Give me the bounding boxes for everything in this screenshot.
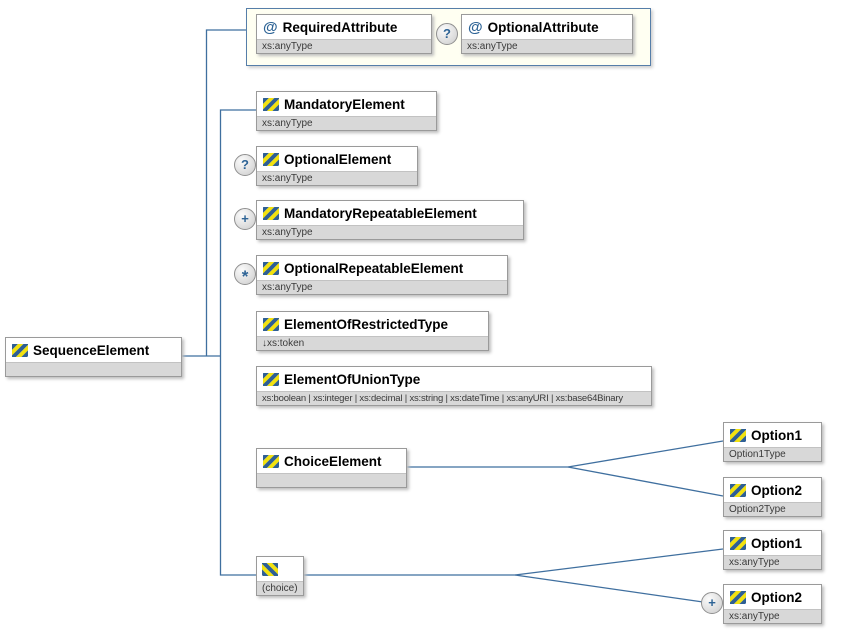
choice-icon — [262, 563, 278, 576]
element-icon — [263, 318, 279, 331]
attribute-icon: @ — [263, 18, 278, 36]
occurrence-optional-icon: ? — [234, 154, 256, 176]
node-choice-option2[interactable]: Option2 Option2Type — [723, 477, 822, 517]
node-type: ↓xs:token — [257, 336, 488, 350]
node-type: (choice) — [257, 581, 303, 595]
node-title: RequiredAttribute — [282, 20, 398, 35]
occurrence-repeat-icon: + — [234, 208, 256, 230]
element-icon — [12, 344, 28, 357]
node-group-option1[interactable]: Option1 xs:anyType — [723, 530, 822, 570]
element-icon — [263, 153, 279, 166]
node-type: xs:anyType — [257, 39, 431, 53]
node-title: MandatoryElement — [284, 97, 405, 112]
node-optional-element[interactable]: OptionalElement xs:anyType — [256, 146, 418, 186]
node-title: OptionalRepeatableElement — [284, 261, 464, 276]
occurrence-optional-repeat-icon: * — [234, 263, 256, 286]
node-choice-option1[interactable]: Option1 Option1Type — [723, 422, 822, 462]
node-mandatory-repeatable-element[interactable]: MandatoryRepeatableElement xs:anyType — [256, 200, 524, 240]
element-icon — [263, 455, 279, 468]
node-type: xs:anyType — [257, 280, 507, 294]
node-type: xs:anyType — [462, 39, 632, 53]
node-sequence-element[interactable]: SequenceElement — [5, 337, 182, 377]
node-title: Option2 — [751, 483, 802, 498]
node-choice-element[interactable]: ChoiceElement — [256, 448, 407, 488]
node-title: ElementOfUnionType — [284, 372, 421, 387]
node-type — [6, 362, 181, 376]
node-required-attribute[interactable]: @ RequiredAttribute xs:anyType — [256, 14, 432, 54]
node-title: ChoiceElement — [284, 454, 382, 469]
node-type: xs:anyType — [724, 555, 821, 569]
node-type: xs:anyType — [724, 609, 821, 623]
node-title: SequenceElement — [33, 343, 150, 358]
node-type: Option1Type — [724, 447, 821, 461]
node-title: MandatoryRepeatableElement — [284, 206, 477, 221]
element-icon — [730, 537, 746, 550]
node-element-of-restricted-type[interactable]: ElementOfRestrictedType ↓xs:token — [256, 311, 489, 351]
node-type: xs:anyType — [257, 171, 417, 185]
attribute-icon: @ — [468, 18, 483, 36]
element-icon — [730, 591, 746, 604]
node-optional-repeatable-element[interactable]: OptionalRepeatableElement xs:anyType — [256, 255, 508, 295]
node-type: xs:anyType — [257, 225, 523, 239]
node-title: Option1 — [751, 428, 802, 443]
node-element-of-union-type[interactable]: ElementOfUnionType xs:boolean | xs:integ… — [256, 366, 652, 406]
element-icon — [730, 484, 746, 497]
node-title: OptionalAttribute — [487, 20, 599, 35]
node-mandatory-element[interactable]: MandatoryElement xs:anyType — [256, 91, 437, 131]
node-title: Option2 — [751, 590, 802, 605]
occurrence-repeat-icon: + — [701, 592, 723, 614]
node-type: xs:boolean | xs:integer | xs:decimal | x… — [257, 391, 651, 405]
element-icon — [263, 98, 279, 111]
node-inline-choice[interactable]: (choice) — [256, 556, 304, 596]
node-type: xs:anyType — [257, 116, 436, 130]
element-icon — [263, 373, 279, 386]
element-icon — [730, 429, 746, 442]
element-icon — [263, 262, 279, 275]
occurrence-optional-icon: ? — [436, 23, 458, 45]
node-title: ElementOfRestrictedType — [284, 317, 449, 332]
node-title: Option1 — [751, 536, 802, 551]
node-title: OptionalElement — [284, 152, 392, 167]
node-optional-attribute[interactable]: @ OptionalAttribute xs:anyType — [461, 14, 633, 54]
node-type: Option2Type — [724, 502, 821, 516]
node-group-option2[interactable]: Option2 xs:anyType — [723, 584, 822, 624]
node-type — [257, 473, 406, 487]
element-icon — [263, 207, 279, 220]
